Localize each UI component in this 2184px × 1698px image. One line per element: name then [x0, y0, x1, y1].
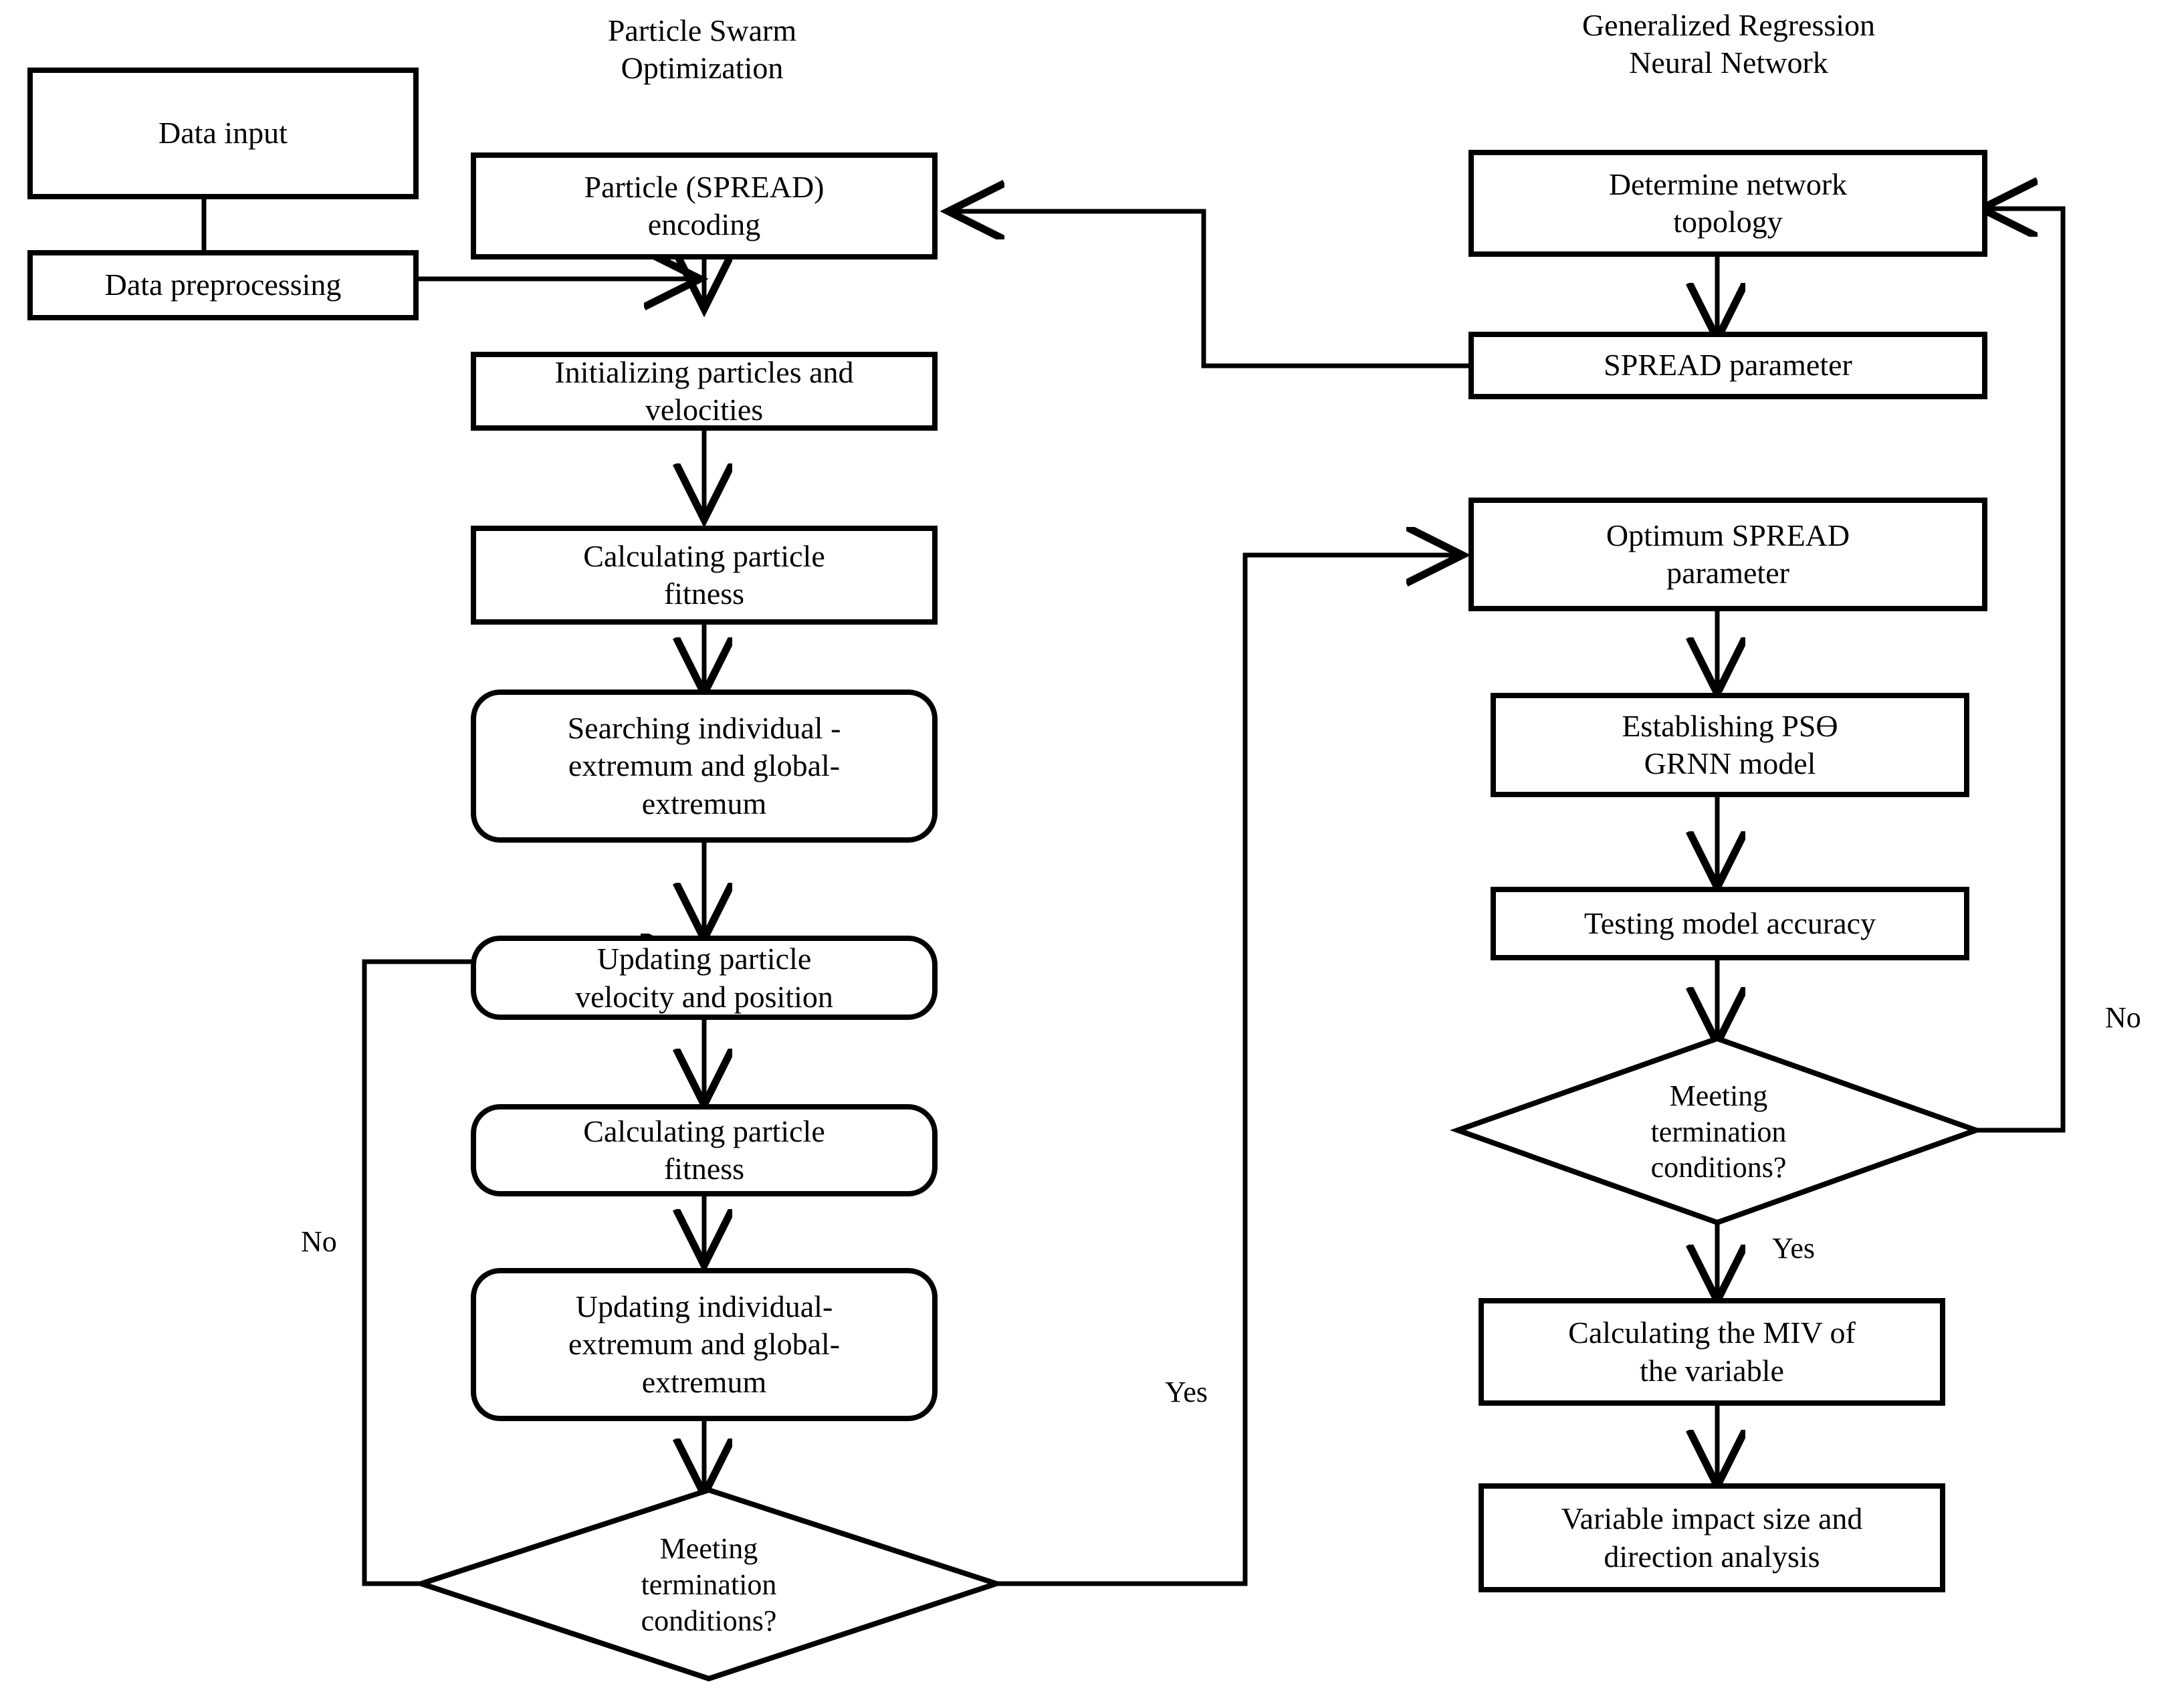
grnn-header: Generalized Regression Neural Network: [1464, 7, 1993, 82]
shape-establishing-model[interactable]: [1491, 693, 1969, 797]
shape-data-preprocessing[interactable]: [27, 250, 419, 320]
pso-header: Particle Swarm Optimization: [468, 12, 936, 87]
node-testing-accuracy[interactable]: Testing model accuracy: [1493, 889, 1967, 958]
pso-no-label: No: [301, 1225, 337, 1258]
node-testing-accuracy-label: Testing model accuracy: [1584, 906, 1876, 940]
pso-yes-label: Yes: [1165, 1376, 1208, 1408]
grnn-no-label: No: [2105, 1001, 2141, 1034]
shape-testing-accuracy[interactable]: [1491, 887, 1969, 960]
node-searching-extremum-label: Searching individual -extremum and globa…: [567, 711, 841, 821]
node-searching-extremum[interactable]: Searching individual -extremum and globa…: [473, 692, 935, 840]
shape-pso-decision[interactable]: [413, 1487, 1005, 1682]
shape-calc-fitness-2[interactable]: [471, 1104, 938, 1196]
grnn-header-line1: Generalized Regression: [1581, 8, 1876, 42]
shape-data-input[interactable]: [27, 68, 419, 199]
shape-calculating-miv[interactable]: [1479, 1298, 1945, 1406]
shape-updating-extremum[interactable]: [471, 1268, 938, 1421]
edge-spread-to-encoding: [953, 211, 1471, 368]
edge-grnn-no-loop: [1976, 209, 2066, 1133]
grnn-yes-label: Yes: [1772, 1232, 1816, 1265]
node-data-input-label: Data input: [158, 116, 288, 150]
node-particle-encoding-label: Particle (SPREAD)encoding: [584, 169, 825, 241]
node-spread-parameter[interactable]: SPREAD parameter: [1471, 334, 1985, 397]
node-spread-parameter-label: SPREAD parameter: [1604, 348, 1852, 383]
node-updating-extremum-label: Updating individual-extremum and global-…: [568, 1289, 841, 1399]
edge-pso-yes-to-optimum: [996, 555, 1458, 1586]
shape-grnn-decision[interactable]: [1450, 1035, 1984, 1226]
node-particle-encoding[interactable]: Particle (SPREAD)encoding: [473, 155, 935, 257]
shape-updating-velocity[interactable]: [471, 936, 938, 1020]
shape-spread-parameter[interactable]: [1468, 332, 1987, 399]
shape-calc-fitness-1[interactable]: [471, 526, 938, 625]
pso-header-line2: Optimization: [621, 51, 784, 86]
node-data-preprocessing[interactable]: Data preprocessing: [30, 253, 416, 318]
grnn-header-line2: Neural Network: [1629, 45, 1828, 80]
shape-variable-impact[interactable]: [1479, 1483, 1945, 1592]
shape-determine-topology[interactable]: [1468, 150, 1987, 257]
node-updating-extremum[interactable]: Updating individual-extremum and global-…: [473, 1271, 935, 1418]
pso-header-line1: Particle Swarm: [607, 13, 797, 47]
node-data-input[interactable]: Data input: [30, 70, 416, 197]
shape-optimum-spread[interactable]: [1468, 498, 1987, 611]
shape-searching-extremum[interactable]: [471, 689, 938, 843]
shape-particle-encoding[interactable]: [471, 152, 938, 259]
node-data-preprocessing-label: Data preprocessing: [104, 268, 342, 302]
shape-init-particles[interactable]: [471, 352, 938, 431]
